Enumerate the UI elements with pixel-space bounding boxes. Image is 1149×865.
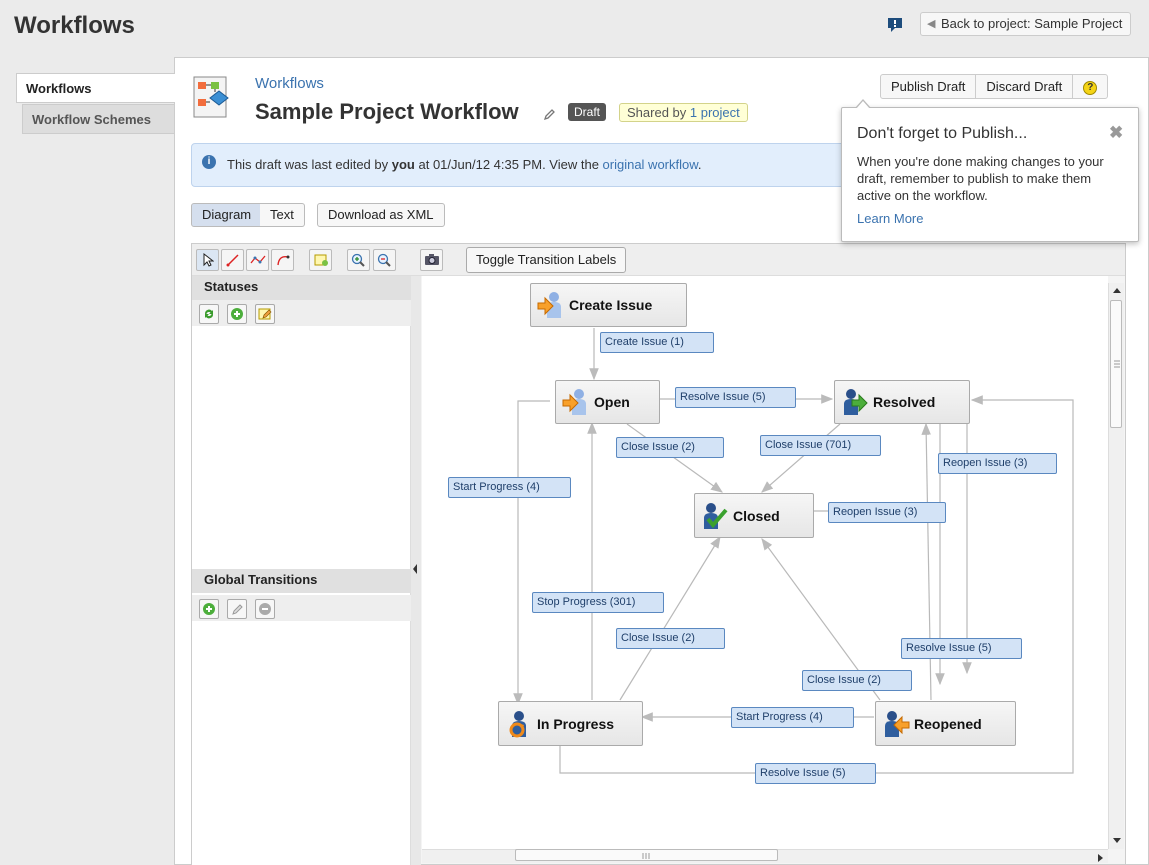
original-workflow-link[interactable]: original workflow <box>602 157 698 172</box>
transition-label[interactable]: Resolve Issue (5) <box>675 387 796 408</box>
transition-label[interactable]: Close Issue (701) <box>760 435 881 456</box>
status-node-closed[interactable]: Closed <box>694 493 814 538</box>
add-annotation-icon[interactable] <box>309 249 332 271</box>
info-icon: i <box>202 155 216 169</box>
transition-label[interactable]: Close Issue (2) <box>616 628 725 649</box>
edit-status-icon[interactable] <box>255 304 275 324</box>
horizontal-scroll-thumb[interactable] <box>515 849 778 861</box>
shared-by-label: Shared by <box>627 105 687 120</box>
status-node-in-progress[interactable]: In Progress <box>498 701 643 746</box>
edit-global-transition-icon[interactable] <box>227 599 247 619</box>
transition-label[interactable]: Create Issue (1) <box>600 332 714 353</box>
draft-actions: Publish Draft Discard Draft ? <box>880 74 1109 99</box>
breadcrumb[interactable]: Workflows <box>255 75 324 92</box>
popup-body: When you're done making changes to your … <box>857 154 1104 203</box>
line-tool-icon[interactable] <box>221 249 244 271</box>
status-node-reopened[interactable]: Reopened <box>875 701 1016 746</box>
help-button[interactable]: ? <box>1072 75 1107 98</box>
transition-label[interactable]: Resolve Issue (5) <box>755 763 876 784</box>
transition-label[interactable]: Stop Progress (301) <box>532 592 664 613</box>
transition-label[interactable]: Start Progress (4) <box>448 477 571 498</box>
global-transitions-header: Global Transitions <box>192 569 411 593</box>
add-status-icon[interactable] <box>227 304 247 324</box>
pencil-icon[interactable] <box>543 108 556 124</box>
page-title: Workflows <box>14 12 135 39</box>
camera-icon[interactable] <box>420 249 443 271</box>
sidebar-item-workflows[interactable]: Workflows <box>16 73 175 103</box>
info-text: This draft was last edited by you at 01/… <box>227 157 702 172</box>
learn-more-link[interactable]: Learn More <box>857 211 924 226</box>
status-node-open[interactable]: Open <box>555 380 660 424</box>
sidebar-item-workflow-schemes[interactable]: Workflow Schemes <box>22 104 175 134</box>
info-prefix: This draft was last edited by <box>227 157 392 172</box>
transition-label[interactable]: Reopen Issue (3) <box>938 453 1057 474</box>
back-to-project-button[interactable]: ◀ Back to project: Sample Project <box>920 12 1132 36</box>
status-label: In Progress <box>537 715 615 732</box>
person-arrow-back-icon <box>882 710 910 738</box>
arrow-left-icon: ◀ <box>927 18 936 30</box>
person-check-icon <box>701 502 729 530</box>
info-middle: at 01/Jun/12 4:35 PM. View the <box>414 157 603 172</box>
global-transitions-actions <box>192 595 411 621</box>
draft-badge: Draft <box>568 103 607 121</box>
popup-arrow-inner <box>856 101 870 109</box>
close-icon[interactable]: ✖ <box>1109 123 1124 142</box>
vertical-scroll-thumb[interactable] <box>1110 300 1122 428</box>
info-suffix: . <box>697 157 702 172</box>
status-node-resolved[interactable]: Resolved <box>834 380 970 424</box>
shared-projects-link[interactable]: 1 project <box>689 105 740 120</box>
workflow-title: Sample Project Workflow <box>255 99 519 124</box>
workflow-icon <box>191 73 239 121</box>
status-node-create-issue[interactable]: Create Issue <box>530 283 687 327</box>
transition-label[interactable]: Reopen Issue (3) <box>828 502 946 523</box>
zoom-out-icon[interactable] <box>373 249 396 271</box>
publish-reminder-popup <box>841 107 1139 242</box>
person-arrow-orange-icon <box>562 388 590 416</box>
panel-collapse-handle[interactable] <box>411 276 421 865</box>
popup-title: Don't forget to Publish... <box>857 125 1028 142</box>
help-icon: ? <box>1083 80 1098 95</box>
feedback-icon[interactable] <box>886 16 904 34</box>
add-global-transition-icon[interactable] <box>199 599 219 619</box>
tab-text[interactable]: Text <box>260 203 305 227</box>
status-label: Closed <box>733 507 780 524</box>
statuses-actions <box>192 300 411 326</box>
remove-global-transition-icon[interactable] <box>255 599 275 619</box>
person-cycle-icon <box>505 710 533 738</box>
discard-draft-button[interactable]: Discard Draft <box>975 75 1072 98</box>
status-label: Resolved <box>873 394 936 410</box>
status-label: Create Issue <box>569 297 653 313</box>
toggle-transition-labels-button[interactable]: Toggle Transition Labels <box>466 247 627 273</box>
status-label: Reopened <box>914 715 982 732</box>
download-xml-button[interactable]: Download as XML <box>317 203 445 227</box>
info-message <box>191 143 871 187</box>
person-arrow-green-icon <box>841 388 869 416</box>
zoom-in-icon[interactable] <box>347 249 370 271</box>
info-user: you <box>391 157 415 172</box>
transition-label[interactable]: Close Issue (2) <box>616 437 724 458</box>
diagram-canvas[interactable] <box>422 276 1108 849</box>
transition-label[interactable]: Close Issue (2) <box>802 670 912 691</box>
polyline-tool-icon[interactable] <box>246 249 269 271</box>
curve-tool-icon[interactable] <box>271 249 294 271</box>
back-to-project-label: Back to project: Sample Project <box>941 16 1123 31</box>
statuses-header: Statuses <box>192 276 411 300</box>
refresh-icon[interactable] <box>199 304 219 324</box>
person-arrow-orange-icon <box>537 291 565 319</box>
select-tool-icon[interactable] <box>196 249 219 271</box>
status-label: Open <box>594 394 630 410</box>
publish-draft-button[interactable]: Publish Draft <box>891 79 966 94</box>
transition-label[interactable]: Start Progress (4) <box>731 707 854 728</box>
shared-badge: Shared by 1 project <box>619 103 748 122</box>
tab-diagram[interactable]: Diagram <box>191 203 263 227</box>
transition-label[interactable]: Resolve Issue (5) <box>901 638 1022 659</box>
